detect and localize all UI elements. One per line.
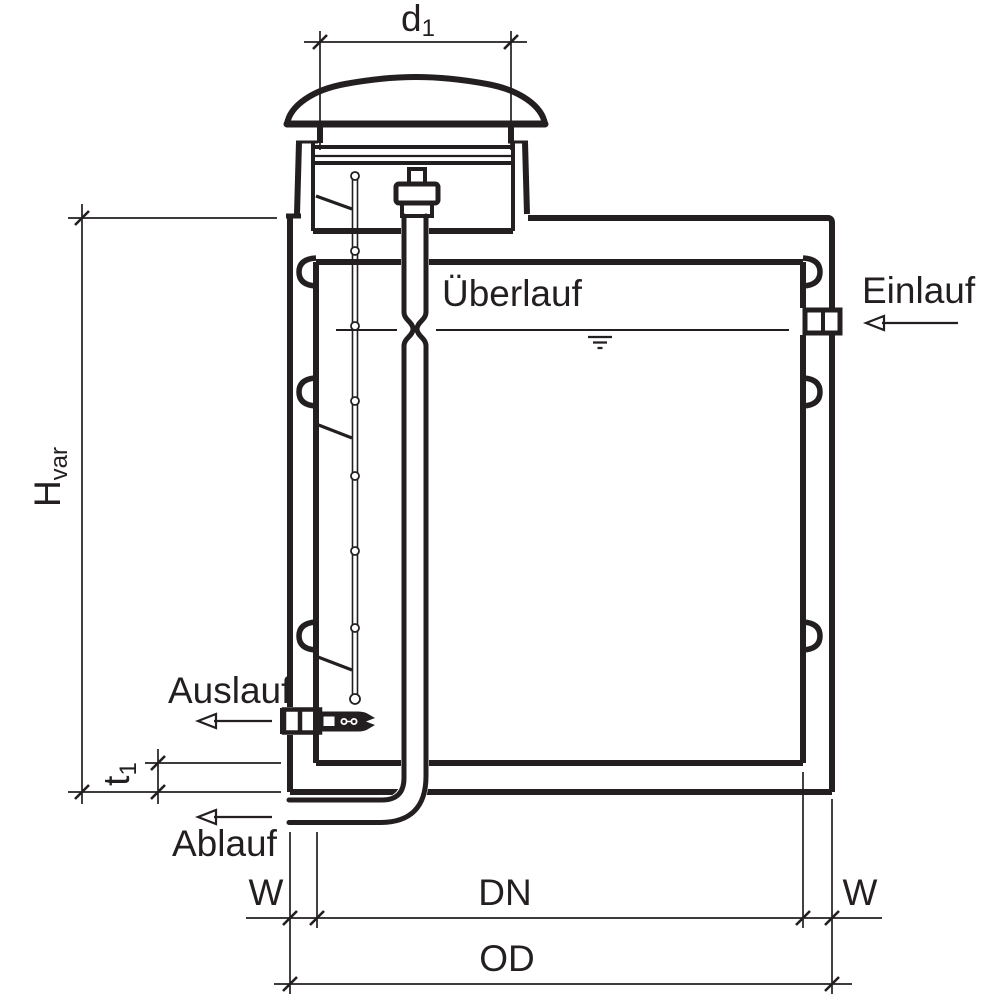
drain-label: Ablauf <box>172 823 278 864</box>
rib-left-2 <box>296 375 317 409</box>
pipe-wall-right <box>286 213 429 825</box>
hvar-label: Hvar <box>27 447 73 507</box>
top-and-right-outer-wall <box>528 215 835 792</box>
outlet-arrow-icon <box>194 712 272 730</box>
rod-lines <box>351 172 359 702</box>
flow-annotations: Überlauf Einlauf Auslauf Ablauf <box>168 270 976 864</box>
level-rod <box>315 171 361 705</box>
dimensions: d1 Hvar t1 W DN W <box>27 0 882 994</box>
drain-arrow-icon <box>194 808 272 826</box>
dome-cap <box>284 73 548 125</box>
inlet-label: Einlauf <box>862 270 976 311</box>
t1-ticks <box>150 755 166 800</box>
rod-nodes <box>349 171 361 705</box>
dimension-bottom: W DN W OD <box>246 772 882 994</box>
neck-right-outer <box>522 141 530 215</box>
water-level <box>336 329 789 350</box>
d1-label: d1 <box>401 0 435 42</box>
od-label: OD <box>479 938 535 979</box>
rib-left-3 <box>296 619 317 653</box>
cap-flange <box>393 181 441 206</box>
overflow-standpipe <box>286 167 441 825</box>
inlet-stub <box>799 307 843 336</box>
d1-ticks <box>312 34 519 50</box>
dimension-t1: t1 <box>96 749 281 804</box>
pipe-interior <box>288 216 429 825</box>
tank-shell <box>286 213 835 795</box>
rib-right-3 <box>802 619 823 653</box>
inlet-arrow-icon <box>862 314 958 332</box>
d1-extension-lines <box>319 31 512 150</box>
floating-intake-slot <box>323 716 335 726</box>
w-left-label: W <box>249 872 284 913</box>
cap-collar <box>400 201 434 218</box>
overflow-label: Überlauf <box>442 273 583 314</box>
rib-right-2 <box>802 375 823 409</box>
dome-skirt <box>317 127 514 143</box>
t1-label: t1 <box>96 762 142 786</box>
dn-label: DN <box>478 872 531 913</box>
dimension-hvar: Hvar <box>27 204 281 804</box>
hvar-ticks <box>74 210 90 800</box>
w-dn-w-ticks <box>282 910 840 926</box>
rib-left-1 <box>296 255 317 289</box>
rod-brackets <box>315 194 353 672</box>
rib-right-1 <box>802 255 823 289</box>
neck-left-outer <box>294 141 302 215</box>
dimension-d1: d1 <box>304 0 527 150</box>
pipe-wall-left <box>286 213 416 803</box>
lid-dome <box>283 73 549 143</box>
od-ticks <box>282 976 840 992</box>
outlet-assembly <box>280 706 375 736</box>
neck-riser <box>294 140 530 234</box>
water-level-icon <box>588 335 612 350</box>
outlet-label: Auslauf <box>168 670 292 711</box>
w-right-label: W <box>843 872 878 913</box>
floating-intake-detail <box>340 718 358 726</box>
